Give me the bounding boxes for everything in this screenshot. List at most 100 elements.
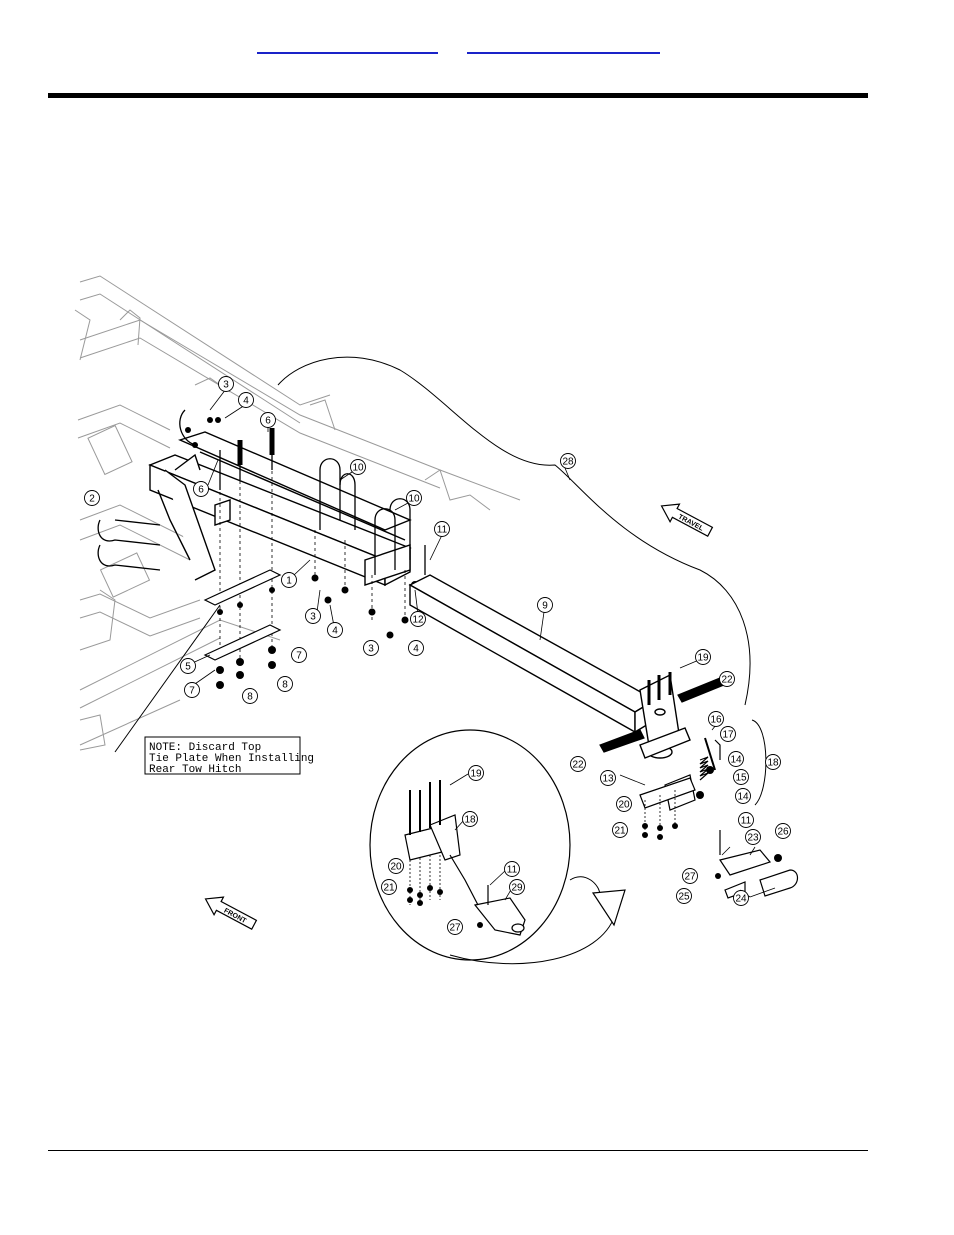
callout-number: 22 — [721, 675, 733, 686]
callout-c23: 23 — [746, 830, 761, 845]
callout-number: 11 — [507, 865, 518, 876]
callout-number: 18 — [767, 758, 779, 769]
callout-c7b: 7 — [185, 683, 200, 698]
callout-c13: 13 — [601, 771, 616, 786]
callout-c22a: 22 — [720, 672, 735, 687]
detail-inset — [370, 730, 625, 964]
note-line-3: Rear Tow Hitch — [149, 764, 241, 776]
callout-c8a: 8 — [278, 677, 293, 692]
callout-c28: 28 — [561, 454, 576, 469]
callout-c6b: 6 — [194, 482, 209, 497]
callout-number: 17 — [722, 730, 734, 741]
crossbar-assembly — [150, 432, 410, 585]
callout-c3b: 3 — [306, 609, 321, 624]
callout-number: 19 — [470, 769, 482, 780]
callout-c7a: 7 — [292, 648, 307, 663]
callout-number: 4 — [243, 396, 249, 407]
callout-number: 7 — [189, 686, 195, 697]
front-arrow: FRONT — [201, 890, 259, 933]
callout-number: 3 — [310, 612, 316, 623]
travel-arrow: TRAVEL — [657, 497, 715, 540]
callout-number: 12 — [412, 615, 424, 626]
callout-number: 26 — [777, 827, 789, 838]
callout-c22b: 22 — [571, 757, 586, 772]
callout-c27a: 27 — [683, 869, 698, 884]
callout-number: 1 — [286, 576, 292, 587]
callout-number: 29 — [511, 883, 523, 894]
callout-number: 5 — [185, 662, 191, 673]
callout-number: 18 — [464, 815, 476, 826]
callout-number: 25 — [678, 892, 690, 903]
callout-number: 14 — [730, 755, 742, 766]
callout-c1: 1 — [282, 573, 297, 588]
callout-c19b: 19 — [469, 766, 484, 781]
callout-c8b: 8 — [243, 689, 258, 704]
callout-number: 24 — [735, 894, 747, 905]
callout-number: 8 — [282, 680, 288, 691]
callout-number: 4 — [413, 644, 419, 655]
callout-c12: 12 — [411, 612, 426, 627]
callout-c29: 29 — [510, 880, 525, 895]
callout-number: 2 — [89, 494, 95, 505]
callout-number: 15 — [735, 773, 747, 784]
callout-c11a: 11 — [435, 522, 450, 537]
callout-c10b: 10 — [407, 491, 422, 506]
callout-c20a: 20 — [617, 797, 632, 812]
callout-number: 27 — [449, 923, 461, 934]
callout-c4b: 4 — [328, 623, 343, 638]
callout-c17: 17 — [721, 727, 736, 742]
callout-c11b: 11 — [739, 813, 754, 828]
callout-c15: 15 — [734, 770, 749, 785]
callout-c18b: 18 — [463, 812, 478, 827]
callout-c5: 5 — [181, 659, 196, 674]
callout-number: 11 — [437, 525, 448, 536]
callout-c9: 9 — [538, 598, 553, 613]
callout-c25: 25 — [677, 889, 692, 904]
callout-number: 3 — [368, 644, 374, 655]
callout-number: 16 — [710, 715, 722, 726]
callout-c20b: 20 — [389, 859, 404, 874]
callout-c21a: 21 — [613, 823, 628, 838]
callout-number: 27 — [684, 872, 696, 883]
callout-number: 11 — [741, 816, 752, 827]
callout-c11c: 11 — [505, 862, 520, 877]
callout-number: 23 — [747, 833, 759, 844]
callout-number: 13 — [602, 774, 614, 785]
tie-plates — [205, 570, 280, 660]
callout-c4a: 4 — [239, 393, 254, 408]
callout-number: 21 — [614, 826, 626, 837]
callout-number: 20 — [618, 800, 630, 811]
bracket-18 — [752, 720, 766, 805]
callout-c14a: 14 — [729, 752, 744, 767]
callout-c24: 24 — [734, 891, 749, 906]
callout-c14b: 14 — [736, 789, 751, 804]
callout-number: 21 — [383, 883, 395, 894]
callout-c4c: 4 — [409, 641, 424, 656]
callout-number: 6 — [198, 485, 204, 496]
callout-number: 22 — [572, 760, 584, 771]
callout-number: 6 — [265, 416, 271, 427]
callout-c18a: 18 — [766, 755, 781, 770]
callout-c6a: 6 — [261, 413, 276, 428]
callout-number: 8 — [247, 692, 253, 703]
callout-number: 10 — [408, 494, 420, 505]
callout-number: 4 — [332, 626, 338, 637]
callout-c26: 26 — [776, 824, 791, 839]
callout-c27b: 27 — [448, 920, 463, 935]
callout-c10a: 10 — [351, 460, 366, 475]
callout-c16: 16 — [709, 712, 724, 727]
callout-number: 3 — [223, 380, 229, 391]
callout-c21b: 21 — [382, 880, 397, 895]
callout-c19a: 19 — [696, 650, 711, 665]
callout-number: 28 — [562, 457, 574, 468]
callout-number: 10 — [352, 463, 364, 474]
callout-c2: 2 — [85, 491, 100, 506]
callout-number: 9 — [542, 601, 548, 612]
callout-c3a: 3 — [219, 377, 234, 392]
callout-number: 20 — [390, 862, 402, 873]
callout-number: 14 — [737, 792, 749, 803]
callout-number: 7 — [296, 651, 302, 662]
callout-number: 19 — [697, 653, 709, 664]
callout-c3c: 3 — [364, 641, 379, 656]
